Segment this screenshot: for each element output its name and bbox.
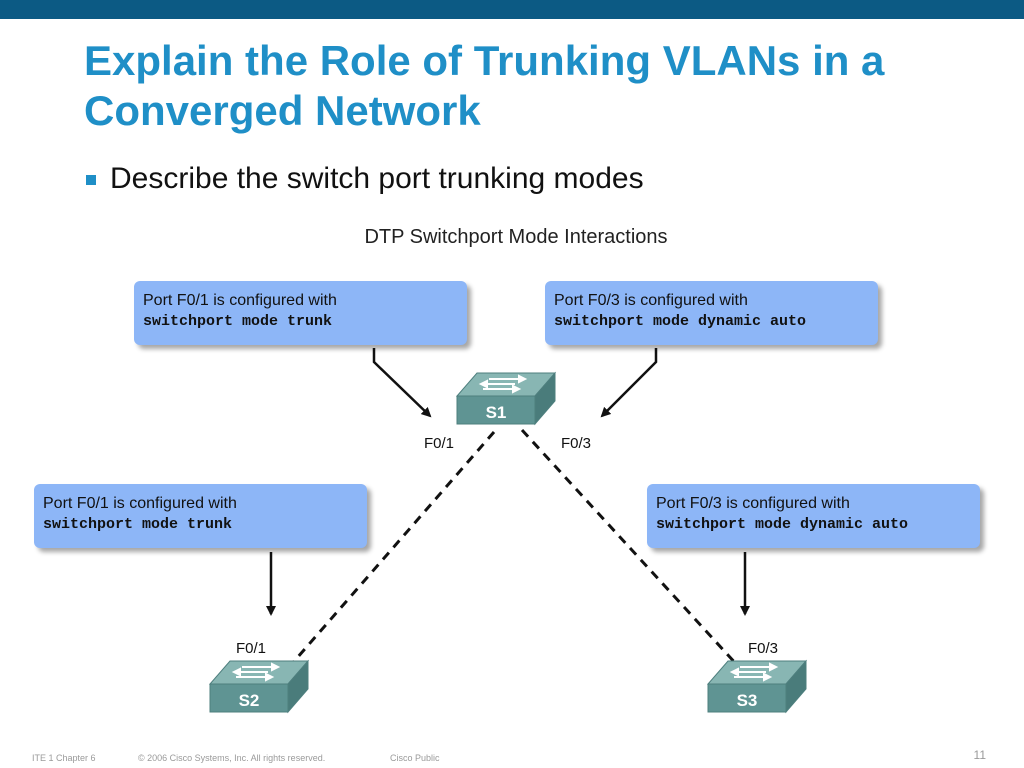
header-bar [0, 0, 1024, 19]
callout-text: Port F0/3 is configured with [656, 495, 850, 512]
callout-s1-f0-3: Port F0/3 is configured with switchport … [545, 281, 878, 345]
callout-text: Port F0/3 is configured with [554, 292, 748, 309]
switch-s2-label: S2 [239, 691, 260, 710]
link-s1-s2 [288, 431, 496, 667]
callout-command: switchport mode trunk [143, 313, 333, 330]
callout-command: switchport mode dynamic auto [656, 516, 909, 533]
port-label-s2-f0-1: F0/1 [236, 640, 267, 657]
footer-classification: Cisco Public [390, 753, 440, 763]
switch-s3-label: S3 [737, 691, 758, 710]
bullet-square-icon [86, 175, 96, 185]
switch-s1: S1 [455, 371, 557, 426]
switch-s1-label: S1 [486, 403, 507, 422]
link-s1-s3 [520, 428, 740, 668]
callout-text: Port F0/1 is configured with [43, 495, 237, 512]
arrow-callout-1 [372, 348, 432, 418]
switch-arrows-icon [478, 374, 528, 394]
callout-s3-f0-3: Port F0/3 is configured with switchport … [647, 484, 980, 548]
arrow-callout-2 [600, 348, 658, 418]
callout-command: switchport mode trunk [43, 516, 233, 533]
footer-copyright: © 2006 Cisco Systems, Inc. All rights re… [138, 753, 326, 763]
switch-s3: S3 [706, 659, 808, 714]
switch-s2: S2 [208, 659, 310, 714]
port-label-s1-f0-1: F0/1 [424, 435, 455, 452]
switch-arrows-icon [729, 662, 779, 682]
diagram-title: DTP Switchport Mode Interactions [364, 226, 668, 248]
bullet-item: Describe the switch port trunking modes [86, 162, 644, 196]
footer-chapter: ITE 1 Chapter 6 [32, 753, 96, 763]
port-label-s1-f0-3: F0/3 [561, 435, 592, 452]
bullet-text: Describe the switch port trunking modes [110, 162, 644, 195]
page-number: 11 [973, 748, 986, 762]
callout-s2-f0-1: Port F0/1 is configured with switchport … [34, 484, 367, 548]
port-label-s3-f0-3: F0/3 [748, 640, 779, 657]
switch-arrows-icon [231, 662, 281, 682]
callout-command: switchport mode dynamic auto [554, 313, 807, 330]
slide-title: Explain the Role of Trunking VLANs in a … [84, 37, 885, 134]
callout-s1-f0-1: Port F0/1 is configured with switchport … [134, 281, 467, 345]
callout-text: Port F0/1 is configured with [143, 292, 337, 309]
